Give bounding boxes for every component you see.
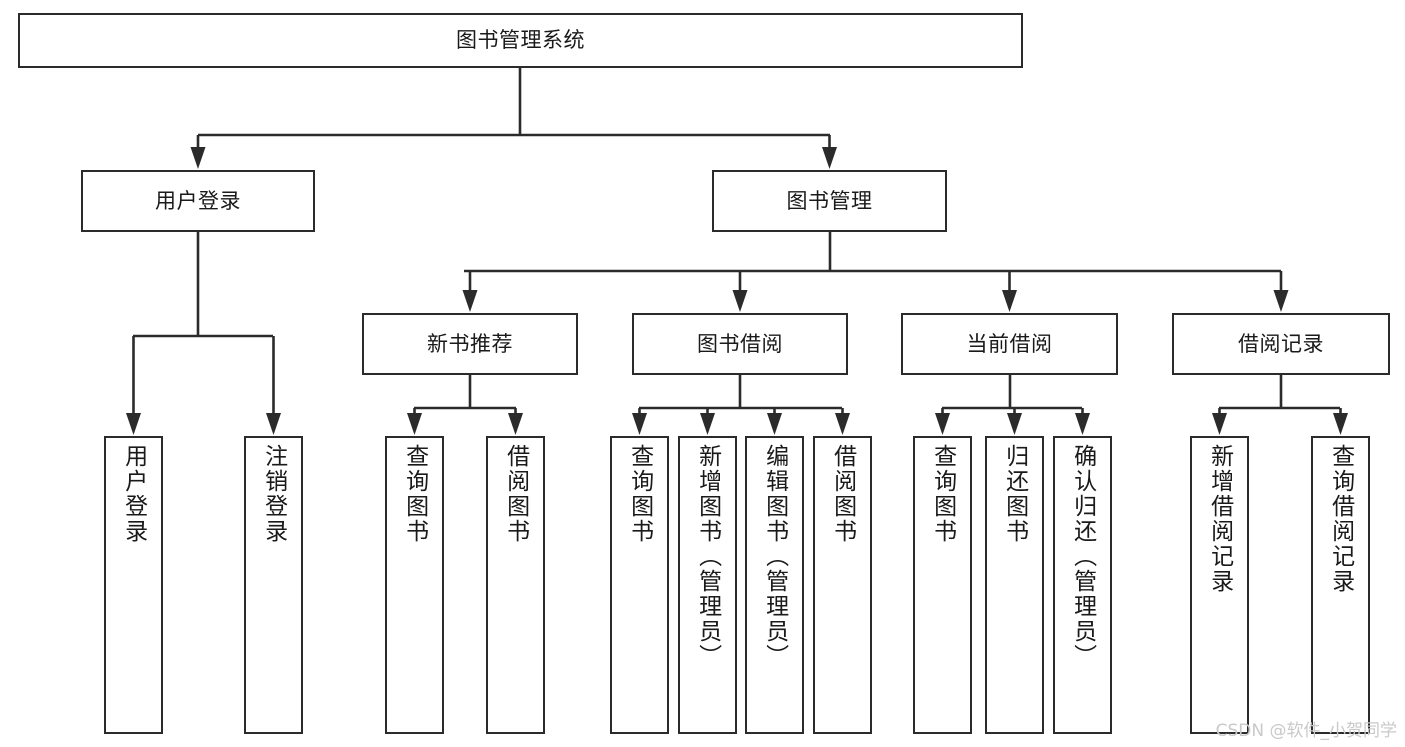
node-label: 借阅图书	[502, 444, 529, 544]
node-l2-user-login[interactable]: 用户登录	[81, 170, 315, 232]
node-l4-return-book[interactable]: 归还图书	[985, 436, 1044, 734]
node-l4-borrow-book-b[interactable]: 借阅图书	[813, 436, 872, 734]
node-l4-query-book-c[interactable]: 查询图书	[913, 436, 972, 734]
node-label: 查询图书	[929, 444, 956, 544]
node-l4-edit-book[interactable]: 编辑图书（管理员）	[745, 436, 804, 734]
node-label: 借阅记录	[1238, 331, 1324, 356]
node-label: 用户登录	[155, 188, 241, 213]
node-label: 图书管理	[786, 188, 873, 213]
node-l4-query-book-b[interactable]: 查询图书	[610, 436, 669, 734]
node-l3-new-books[interactable]: 新书推荐	[362, 313, 578, 375]
node-label: 当前借阅	[966, 331, 1053, 356]
node-l3-records[interactable]: 借阅记录	[1172, 313, 1390, 375]
node-label: 新增图书（管理员）	[694, 444, 721, 669]
node-label: 编辑图书（管理员）	[761, 444, 788, 669]
node-l4-add-book[interactable]: 新增图书（管理员）	[678, 436, 737, 734]
node-label: 图书借阅	[697, 331, 783, 356]
node-label: 查询图书	[401, 444, 428, 544]
node-label: 注销登录	[260, 444, 287, 544]
node-l2-book-mgmt[interactable]: 图书管理	[712, 170, 947, 232]
node-label: 用户登录	[120, 444, 147, 544]
node-l3-borrow[interactable]: 图书借阅	[632, 313, 848, 375]
node-l4-query-book-a[interactable]: 查询图书	[385, 436, 444, 734]
node-label: 查询图书	[626, 444, 653, 544]
node-l4-query-record[interactable]: 查询借阅记录	[1311, 436, 1370, 734]
node-label: 确认归还（管理员）	[1069, 444, 1096, 669]
node-label: 图书管理系统	[456, 28, 585, 53]
node-root[interactable]: 图书管理系统	[18, 13, 1023, 68]
node-label: 归还图书	[1001, 444, 1028, 544]
node-label: 查询借阅记录	[1327, 444, 1354, 594]
node-l4-borrow-book-a[interactable]: 借阅图书	[486, 436, 545, 734]
node-l3-current[interactable]: 当前借阅	[901, 313, 1118, 375]
node-label: 借阅图书	[829, 444, 856, 544]
node-l4-user-login[interactable]: 用户登录	[104, 436, 163, 734]
node-l4-confirm-return[interactable]: 确认归还（管理员）	[1053, 436, 1112, 734]
node-l4-add-record[interactable]: 新增借阅记录	[1190, 436, 1249, 734]
node-label: 新增借阅记录	[1206, 444, 1233, 594]
node-l4-logout[interactable]: 注销登录	[244, 436, 303, 734]
connector-arrowheads	[126, 147, 1348, 435]
node-label: 新书推荐	[427, 331, 513, 356]
